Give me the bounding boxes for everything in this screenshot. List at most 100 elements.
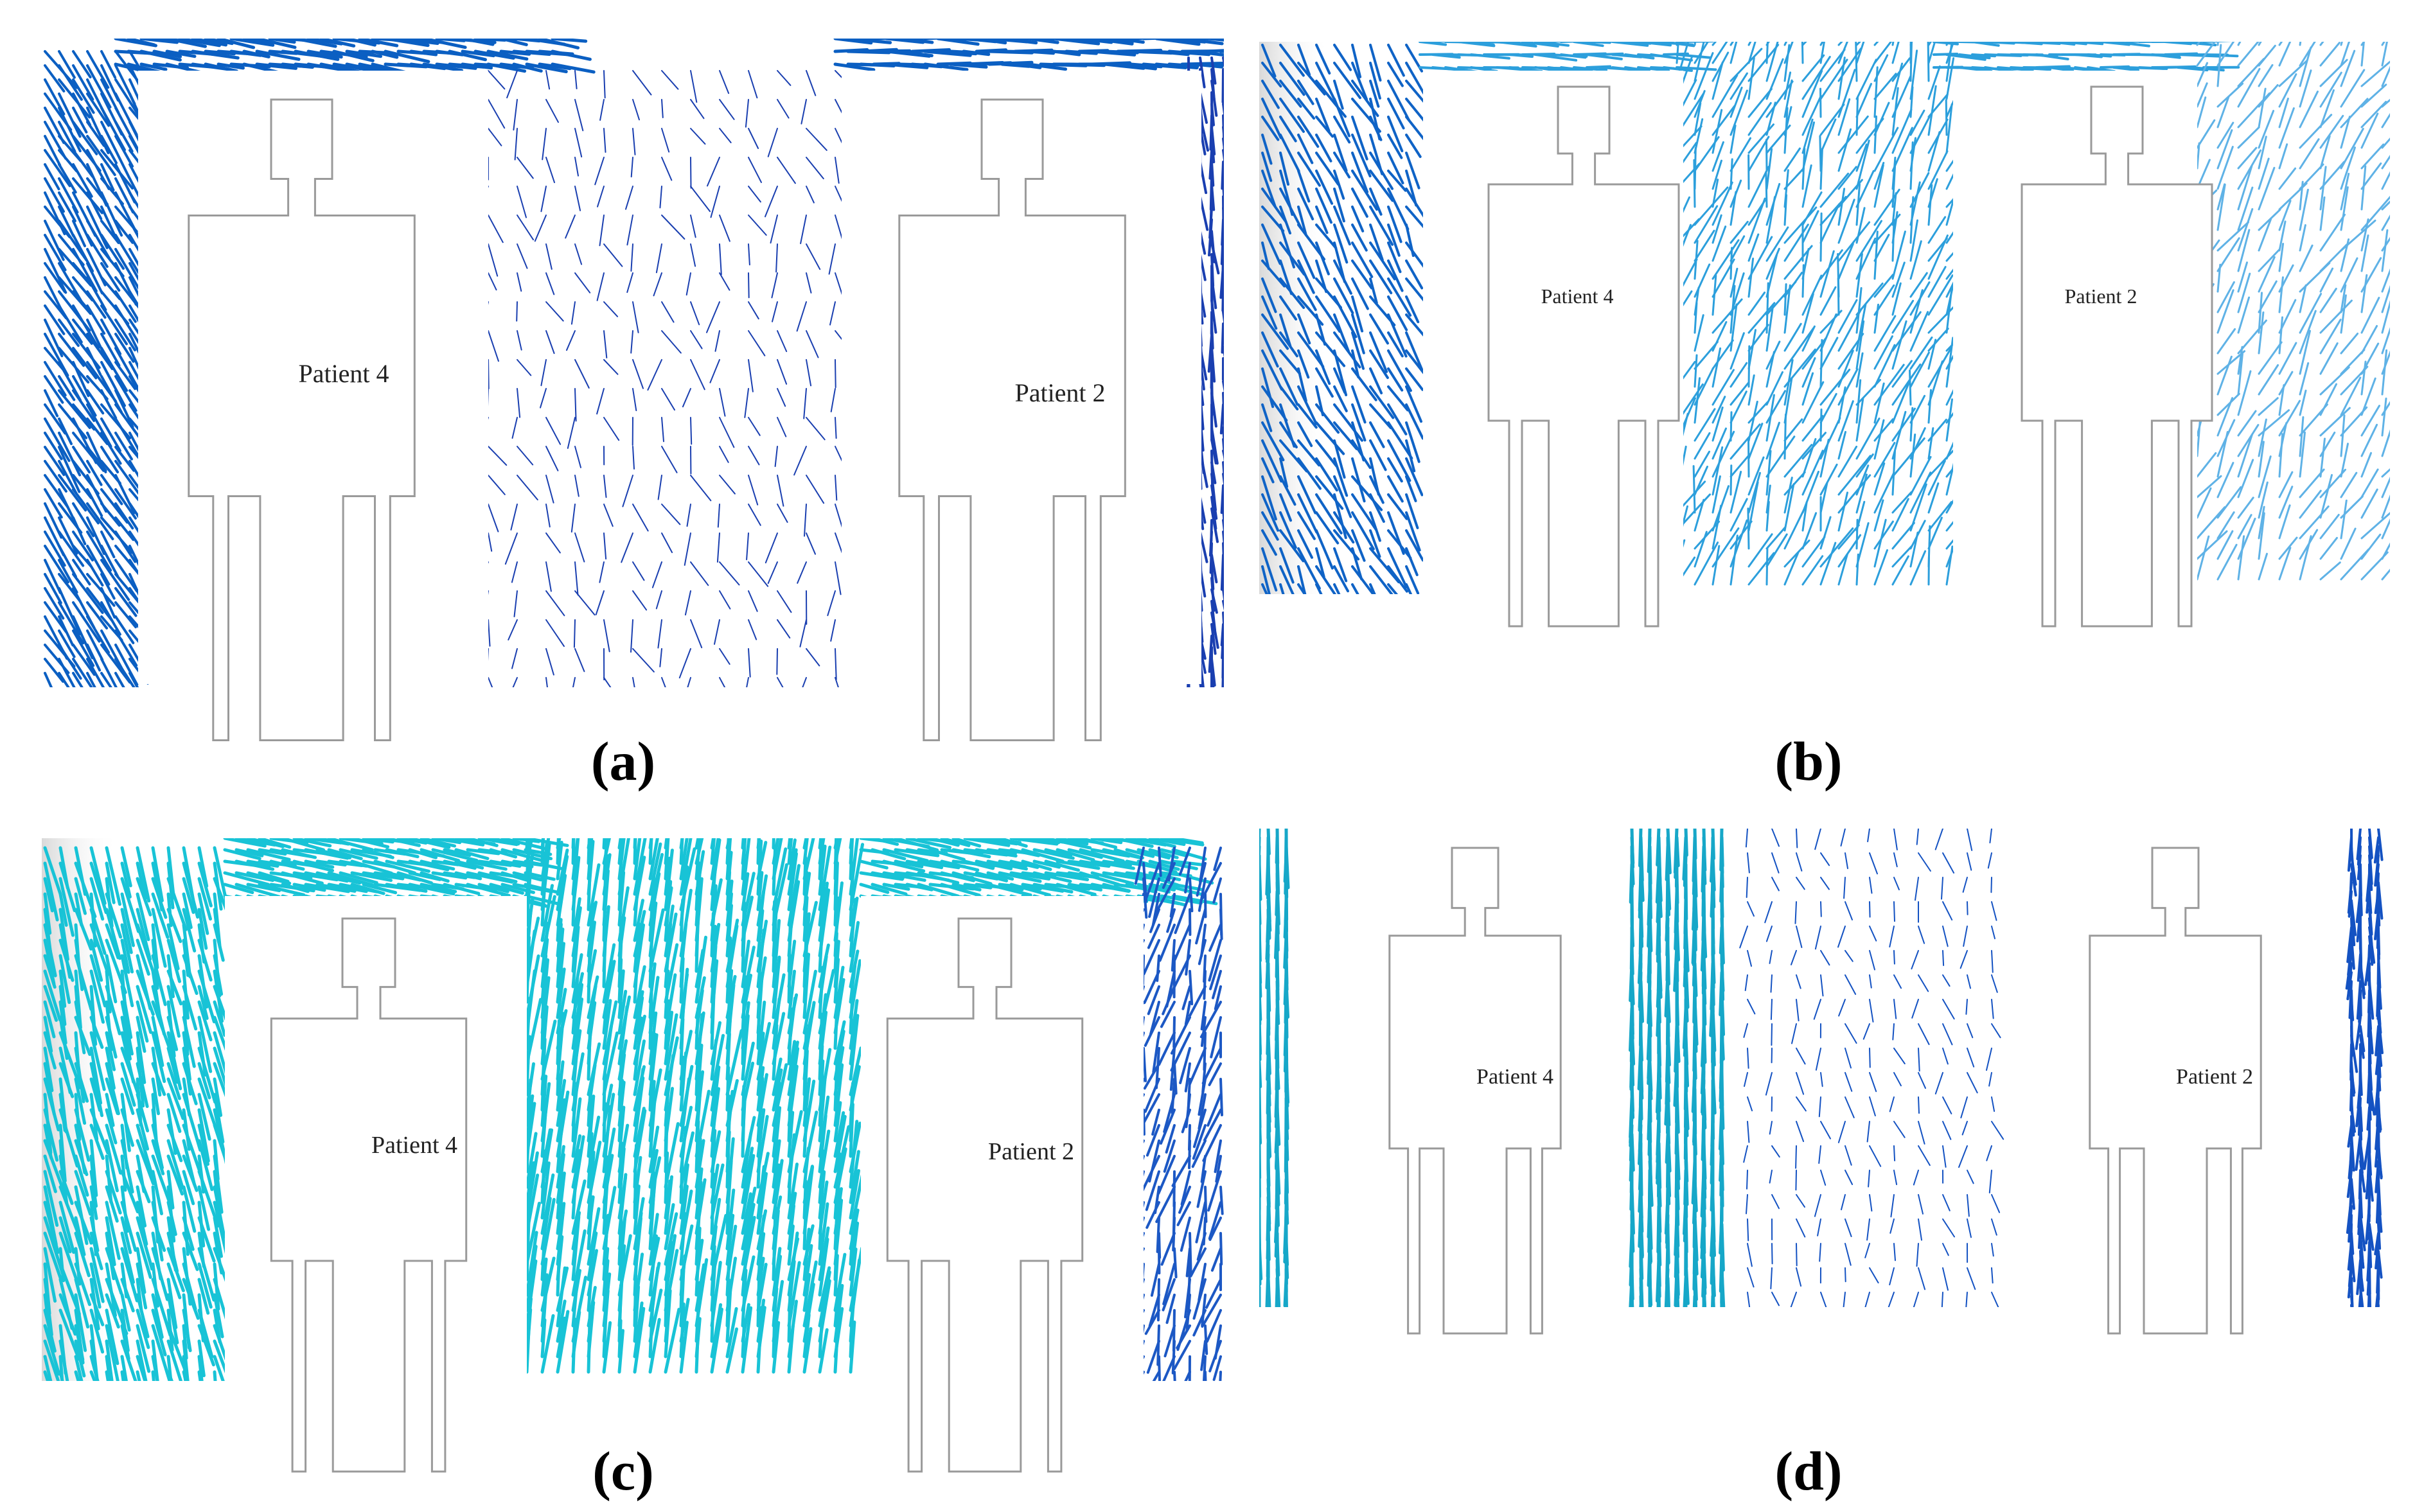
velocity-vector [1801,555,1824,586]
velocity-vector [1206,49,1224,53]
velocity-vector [151,1308,167,1357]
velocity-vector [525,1314,531,1374]
velocity-vector [1855,453,1874,478]
velocity-vector [100,573,116,600]
velocity-vector [741,1147,754,1204]
velocity-vector [43,1231,63,1281]
velocity-vector [1169,893,1176,918]
velocity-vector [630,619,633,653]
velocity-vector [617,1329,624,1374]
velocity-vector [2360,452,2372,478]
velocity-vector [1200,1340,1207,1371]
velocity-vector [1144,1016,1160,1047]
velocity-vector [719,70,730,94]
velocity-vector [772,955,781,1019]
velocity-vector [1129,39,1167,40]
velocity-vector [1387,80,1410,121]
velocity-vector [1747,456,1765,496]
velocity-vector [1351,547,1363,581]
velocity-vector [1820,852,1830,866]
velocity-vector [86,234,109,268]
velocity-vector [1102,859,1132,867]
velocity-vector [1134,847,1145,885]
velocity-vector [775,243,778,273]
velocity-vector [2319,288,2337,313]
velocity-vector [58,545,77,578]
velocity-vector [565,215,576,239]
velocity-vector [182,861,200,919]
velocity-vector [777,619,791,639]
velocity-vector [120,985,133,1039]
velocity-vector [630,243,633,272]
velocity-vector [1783,44,1791,82]
velocity-vector [1116,39,1145,44]
velocity-vector [1333,349,1348,396]
velocity-vector [556,1044,561,1096]
velocity-vector [191,39,227,47]
velocity-vector [777,677,784,687]
velocity-vector [748,475,759,505]
velocity-vector [1783,471,1806,496]
velocity-vector [998,871,1042,883]
velocity-vector [661,677,666,687]
velocity-vector [1333,439,1346,479]
velocity-vector [1284,1294,1288,1307]
velocity-vector [120,1139,134,1194]
velocity-vector [258,883,306,897]
velocity-vector [690,99,705,119]
velocity-vector [1351,493,1378,532]
velocity-vector [74,1262,91,1306]
velocity-vector [975,848,1018,857]
velocity-vector [1560,53,1587,59]
velocity-vector [136,1185,147,1227]
velocity-vector [58,1308,81,1361]
velocity-vector [242,49,270,58]
velocity-vector [1873,164,1884,208]
velocity-vector [1927,266,1947,298]
velocity-vector [2340,98,2369,128]
velocity-vector [1771,1243,1773,1265]
velocity-vector [767,128,778,157]
velocity-vector [1918,1096,1920,1114]
velocity-vector [617,990,628,1035]
velocity-vector [1611,42,1649,47]
velocity-vector [1747,1121,1750,1143]
velocity-vector [384,39,430,48]
velocity-vector [2278,220,2287,252]
velocity-vector [1747,401,1769,424]
velocity-vector [632,648,655,672]
velocity-vector [100,389,118,419]
velocity-vector [1170,1032,1191,1072]
velocity-vector [787,1283,792,1343]
velocity-vector [255,62,297,70]
velocity-vector [120,908,133,954]
velocity-vector [1534,53,1578,62]
velocity-vector [1676,42,1714,43]
velocity-vector [2340,376,2362,416]
velocity-vector [182,1339,190,1381]
velocity-vector [534,215,547,242]
velocity-vector [1927,427,1934,460]
velocity-vector [1189,985,1207,1017]
velocity-vector [748,417,761,436]
velocity-vector [510,504,518,531]
velocity-vector [89,923,110,976]
velocity-vector [1817,1218,1821,1236]
velocity-vector [72,290,93,314]
velocity-vector [602,983,610,1035]
velocity-vector [1837,1121,1846,1143]
velocity-vector [166,1339,183,1381]
velocity-vector [725,1188,736,1251]
velocity-vector [1855,464,1870,496]
velocity-vector [2258,136,2267,170]
velocity-vector [2278,73,2297,108]
velocity-vector [1873,471,1895,514]
velocity-vector [1747,236,1773,280]
velocity-vector [43,954,57,989]
velocity-vector [204,62,238,73]
velocity-vector [2177,42,2217,47]
velocity-vector [100,333,121,367]
velocity-vector [1783,272,1803,298]
velocity-vector [540,882,547,927]
velocity-vector [1819,118,1837,154]
